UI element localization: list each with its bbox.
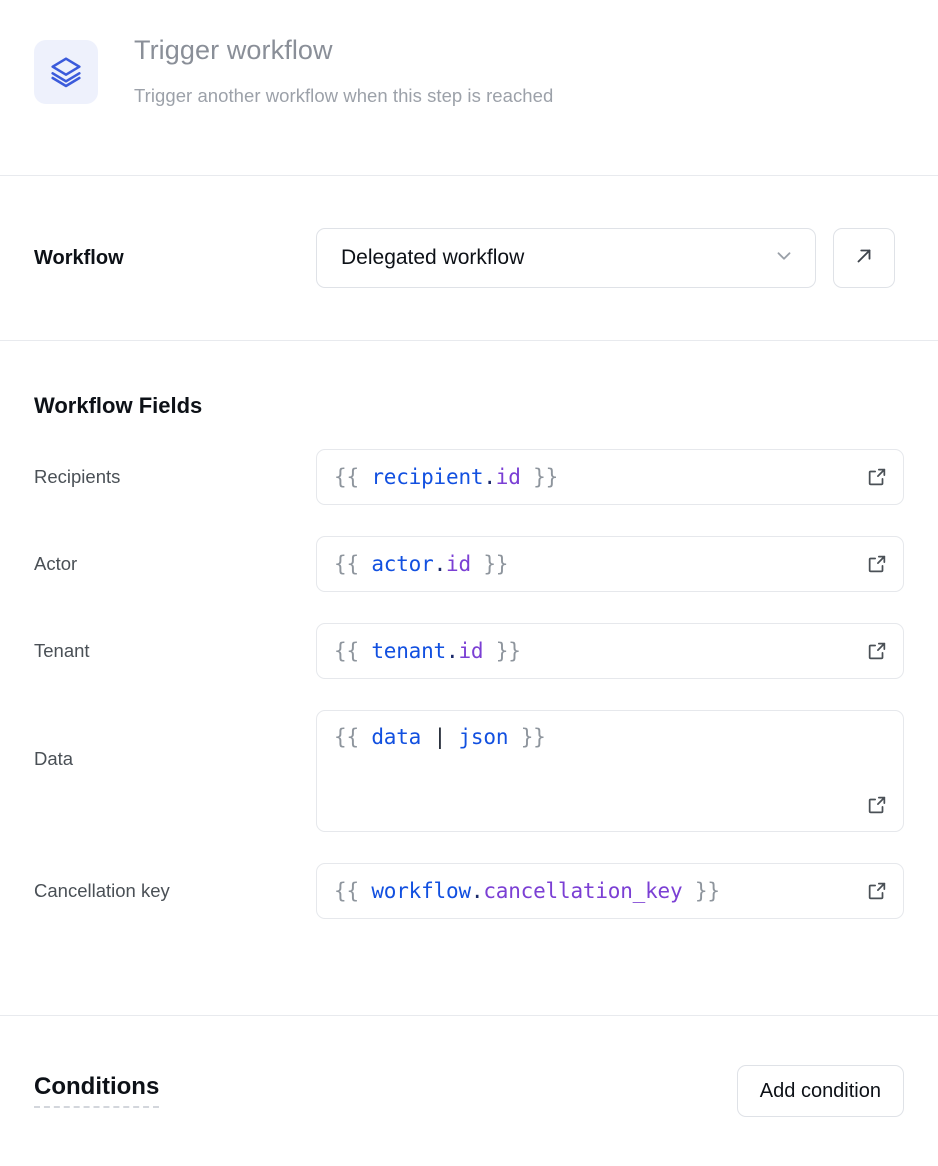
- open-workflow-button[interactable]: [833, 228, 895, 288]
- template-code-value: {{ recipient.id }}: [334, 465, 559, 489]
- field-row: Data {{ data | json }}: [34, 710, 904, 832]
- divider-workflow: [0, 340, 938, 341]
- field-control: {{ data | json }}: [316, 710, 904, 832]
- template-code-input[interactable]: {{ actor.id }}: [316, 536, 904, 592]
- external-link-icon[interactable]: [866, 794, 888, 816]
- external-link-icon[interactable]: [866, 640, 888, 662]
- template-code-input[interactable]: {{ tenant.id }}: [316, 623, 904, 679]
- divider-header: [0, 175, 938, 176]
- conditions-title: Conditions: [34, 1074, 160, 1108]
- field-control: {{ actor.id }}: [316, 536, 904, 592]
- chevron-down-icon[interactable]: [773, 245, 795, 272]
- field-row: Recipients {{ recipient.id }}: [34, 449, 904, 505]
- field-label: Data: [34, 748, 74, 769]
- template-code-input[interactable]: {{ data | json }}: [316, 710, 904, 832]
- divider-fields: [0, 1015, 938, 1016]
- template-code-value: {{ workflow.cancellation_key }}: [334, 879, 720, 903]
- template-code-value: {{ actor.id }}: [334, 552, 509, 576]
- workflow-select[interactable]: Delegated workflow: [316, 228, 816, 288]
- field-label: Actor: [34, 553, 78, 574]
- layers-icon: [34, 40, 98, 104]
- template-code-input[interactable]: {{ recipient.id }}: [316, 449, 904, 505]
- workflow-section: Workflow Delegated workflow: [0, 176, 938, 340]
- field-label: Recipients: [34, 466, 121, 487]
- workflow-select-value: Delegated workflow: [341, 246, 525, 269]
- template-code-value: {{ data | json }}: [334, 725, 546, 749]
- add-condition-button[interactable]: Add condition: [736, 1065, 904, 1117]
- step-header: Trigger workflow Trigger another workflo…: [0, 0, 938, 175]
- page-title: Trigger workflow: [134, 35, 333, 65]
- header-text-block: Trigger workflow Trigger another workflo…: [134, 34, 553, 108]
- field-row: Cancellation key {{ workflow.cancellation…: [34, 863, 904, 919]
- conditions-section: Conditions Add condition: [0, 1016, 938, 1166]
- external-link-icon[interactable]: [866, 553, 888, 575]
- field-control: {{ recipient.id }}: [316, 449, 904, 505]
- template-code-input[interactable]: {{ workflow.cancellation_key }}: [316, 863, 904, 919]
- page-subtitle: Trigger another workflow when this step …: [134, 84, 554, 106]
- field-label: Cancellation key: [34, 880, 170, 901]
- workflow-select-group: Delegated workflow: [316, 228, 895, 288]
- workflow-label: Workflow: [34, 246, 124, 269]
- template-code-value: {{ tenant.id }}: [334, 639, 521, 663]
- field-row: Tenant {{ tenant.id }}: [34, 623, 904, 679]
- arrow-up-right-icon: [853, 245, 875, 272]
- external-link-icon[interactable]: [866, 880, 888, 902]
- field-label: Tenant: [34, 640, 90, 661]
- workflow-fields-section: Workflow Fields Recipients {{ recipient.i…: [0, 341, 938, 1015]
- workflow-fields-title: Workflow Fields: [34, 393, 203, 418]
- external-link-icon[interactable]: [866, 466, 888, 488]
- field-control: {{ workflow.cancellation_key }}: [316, 863, 904, 919]
- workflow-fields-list: Recipients {{ recipient.id }} Actor {{ acto…: [34, 449, 904, 919]
- field-row: Actor {{ actor.id }}: [34, 536, 904, 592]
- field-control: {{ tenant.id }}: [316, 623, 904, 679]
